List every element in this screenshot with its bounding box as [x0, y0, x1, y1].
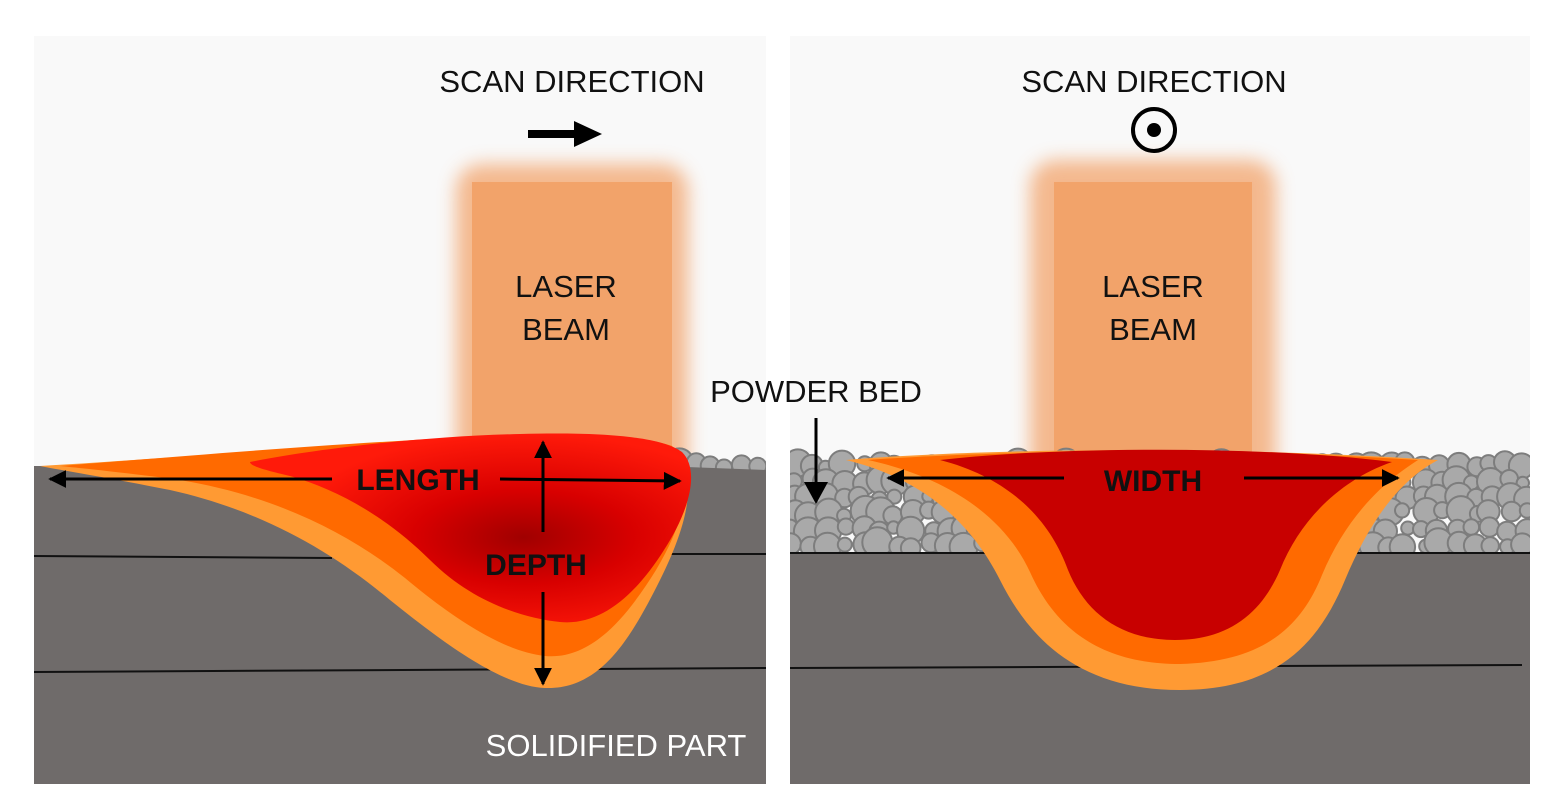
powder-particle — [1478, 516, 1501, 538]
right-laser-label-line1: LASER — [1102, 269, 1204, 304]
arrow-right-icon — [528, 121, 602, 147]
right-melt-core — [940, 449, 1392, 640]
powder-bed-label: POWDER BED — [710, 374, 922, 409]
powder-particle — [1394, 502, 1411, 519]
right-laser-label-line2: BEAM — [1109, 312, 1197, 347]
left-laser-label-line1: LASER — [515, 269, 617, 304]
right-panel: SCAN DIRECTION LASER BEAM WIDTH — [790, 36, 1530, 784]
powder-particle — [836, 536, 853, 553]
powder-bed-arrow — [804, 418, 828, 504]
left-scan-direction-label: SCAN DIRECTION — [439, 64, 704, 99]
solidified-part-label: SOLIDIFIED PART — [486, 728, 747, 763]
left-laser-label-line2: BEAM — [522, 312, 610, 347]
depth-label: DEPTH — [485, 549, 587, 582]
powder-particle — [1462, 518, 1481, 536]
right-laser-beam — [1030, 160, 1276, 490]
right-scan-direction-label: SCAN DIRECTION — [1021, 64, 1286, 99]
out-of-page-dot-icon — [1131, 107, 1177, 153]
powder-particle — [836, 517, 856, 536]
width-label: WIDTH — [1104, 465, 1202, 498]
powder-particle — [1500, 500, 1523, 523]
left-laser-beam — [456, 164, 688, 494]
length-arrow — [48, 470, 682, 490]
powder-particle — [1518, 502, 1530, 519]
powder-particle — [886, 488, 903, 505]
left-layer-line-1 — [34, 555, 333, 559]
powder-particle — [790, 532, 802, 556]
length-label: LENGTH — [356, 464, 479, 497]
left-panel: SCAN DIRECTION LASER BEAM LENGTH DEPTH S… — [34, 36, 766, 784]
left-layer-line-2 — [34, 667, 766, 673]
powder-particle — [1480, 536, 1500, 556]
